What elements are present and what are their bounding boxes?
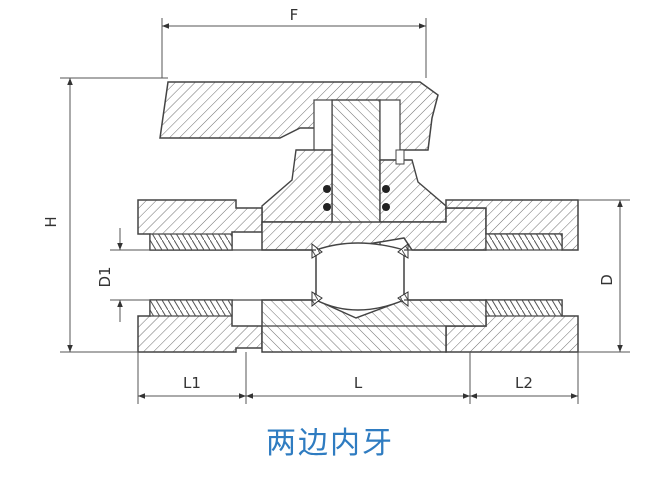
- right-female-thread: [485, 233, 563, 317]
- left-female-thread: [149, 233, 233, 317]
- flow-bore: [232, 249, 486, 301]
- dimension-label-D1: D1: [96, 266, 114, 287]
- diagram-caption: 两边内牙: [266, 426, 394, 461]
- dimension-label-D: D: [598, 274, 616, 286]
- valve-ball: [311, 242, 409, 311]
- dimension-label-H: H: [42, 216, 60, 227]
- stem-o-rings: [323, 185, 390, 211]
- dimension-label-L: L: [354, 374, 363, 392]
- dimension-label-L1: L1: [183, 374, 201, 392]
- dimension-label-F: F: [290, 6, 299, 24]
- dimension-lines: [60, 18, 630, 404]
- dimension-label-L2: L2: [515, 374, 533, 392]
